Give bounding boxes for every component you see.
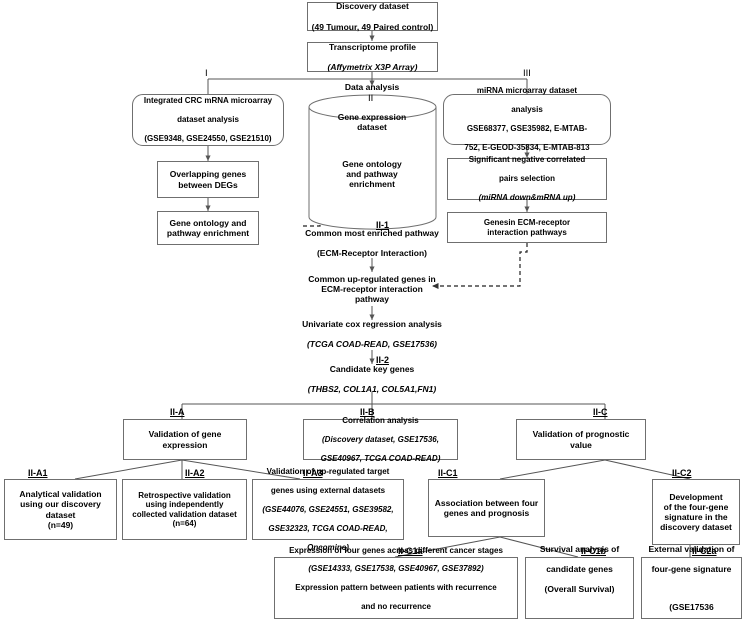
extval-line3: (GSE17536 — [669, 602, 714, 613]
node-validation-prognostic-value[interactable]: Validation of prognostic value — [516, 419, 646, 460]
node-external-validation-signature[interactable]: External validation of four-gene signatu… — [641, 544, 742, 619]
tag-roman-i: I — [205, 68, 208, 79]
node-gene-expression-dataset: Gene expression dataset — [337, 111, 407, 132]
common-pathway-line1: Common most enriched pathway — [305, 227, 439, 238]
branch-i-line2: dataset analysis — [177, 115, 239, 125]
node-common-enriched-pathway: Common most enriched pathway (ECM-Recept… — [272, 228, 472, 258]
discovery-dataset-line2: (49 Tumour, 49 Paired control) — [311, 21, 434, 32]
node-common-upregulated-genes: Common up-regulated genes in ECM-recepto… — [308, 273, 436, 304]
stages-line3: Expression pattern between patients with… — [295, 583, 497, 593]
valup-line1: Validation of up-regulated target — [266, 467, 390, 477]
valup-line5: Oncomine) — [307, 542, 349, 552]
tag-ii-b: II-B — [360, 407, 375, 417]
survival-line3: (Overall Survival) — [544, 584, 615, 594]
tag-ii-c2: II-C2 — [672, 468, 692, 478]
node-association-genes-prognosis[interactable]: Association between four genes and progn… — [428, 479, 545, 537]
node-validation-gene-expression[interactable]: Validation of gene expression — [123, 419, 247, 460]
node-negative-correlated-pairs[interactable]: Significant negative correlated pairs se… — [447, 155, 607, 203]
node-discovery-dataset[interactable]: Discovery dataset (49 Tumour, 49 Paired … — [307, 1, 438, 32]
transcriptome-line2: (Affymetrix X3P Array) — [327, 62, 418, 73]
cox-line2: (TCGA COAD-READ, GSE17536) — [306, 339, 438, 350]
correlation-line2: (Discovery dataset, GSE17536, — [322, 434, 439, 444]
tag-ii-c2a: II-C2a — [692, 546, 717, 556]
stages-line1: Expression of four genes across differen… — [289, 545, 503, 555]
valup-line3: (GSE44076, GSE24551, GSE39582, — [262, 504, 394, 514]
tag-ii-a2: II-A2 — [185, 468, 205, 478]
stages-line4: and no recurrence — [361, 602, 431, 612]
node-genes-ecm-receptor-pathways[interactable]: Genesin ECM-receptor interaction pathway… — [447, 212, 607, 243]
tag-ii-c1b: II-C1b — [581, 546, 607, 556]
branch-iii-line2: analysis — [511, 105, 543, 115]
negcorr-line3: (miRNA down&mRNA up) — [478, 193, 576, 203]
tag-ii-a: II-A — [170, 407, 185, 417]
wire-iia-to-iia1 — [74, 459, 183, 480]
node-correlation-analysis[interactable]: Correlation analysis (Discovery dataset,… — [303, 415, 458, 463]
tag-roman-ii: II — [368, 93, 374, 104]
tag-ii-c1: II-C1 — [438, 468, 458, 478]
stages-line2: (GSE14333, GSE17538, GSE40967, GSE37892) — [308, 564, 484, 574]
node-expression-cancer-stages[interactable]: Expression of four genes across differen… — [274, 546, 518, 622]
extval-spacer — [644, 584, 739, 592]
branch-i-line3: (GSE9348, GSE24550, GSE21510) — [144, 134, 272, 144]
tag-ii-c1a: II-C1a — [398, 546, 423, 556]
transcriptome-line1: Transcriptome profile — [329, 41, 416, 52]
cylinder-gene-expression-db — [308, 94, 437, 230]
branch-iii-line4: 752, E-GEOD-35834, E-MTAB-813 — [464, 143, 590, 153]
tag-ii-a1: II-A1 — [28, 468, 48, 478]
tag-ii-a3: II-A3 — [303, 468, 323, 478]
branch-iii-line1: miRNA microarray dataset — [476, 86, 578, 96]
node-transcriptome-profile[interactable]: Transcriptome profile (Affymetrix X3P Ar… — [307, 42, 438, 72]
label-data-analysis: Data analysis — [344, 81, 400, 92]
tag-roman-iii: III — [523, 68, 531, 79]
correlation-line3: GSE40967, TCGA COAD-READ) — [320, 453, 441, 463]
node-retrospective-validation[interactable]: Retrospective validation using independe… — [122, 479, 247, 540]
valup-line2: genes using external datasets — [270, 485, 386, 495]
valup-line4: GSE32323, TCGA COAD-READ, — [268, 523, 388, 533]
tag-ii-c: II-C — [593, 407, 608, 417]
node-survival-analysis[interactable]: Survival analysis of candidate genes (Ov… — [525, 544, 634, 619]
node-candidate-key-genes: Candidate key genes (THBS2, COL1A1, COL5… — [272, 363, 472, 395]
node-go-pathway-enrichment-mid: Gene ontology and pathway enrichment — [342, 158, 402, 189]
survival-line1: Survival analysis of — [539, 543, 620, 554]
node-development-four-gene-signature[interactable]: Development of the four-gene signature i… — [652, 479, 740, 545]
branch-i-line1: Integrated CRC mRNA microarray — [143, 96, 273, 106]
node-validation-upregulated-targets[interactable]: Validation of up-regulated target genes … — [252, 467, 404, 552]
survival-line2: candidate genes — [546, 563, 613, 574]
correlation-line1: Correlation analysis — [342, 415, 419, 425]
node-go-pathway-enrichment-left[interactable]: Gene ontology and pathway enrichment — [157, 211, 259, 245]
wire-iic-to-iic1 — [499, 459, 606, 480]
extval-line1: External validation of — [648, 543, 735, 554]
negcorr-line2: pairs selection — [498, 174, 556, 184]
discovery-dataset-line1: Discovery dataset — [336, 1, 409, 12]
candidate-line2: (THBS2, COL1A1, COL5A1,FN1) — [307, 384, 437, 395]
branch-iii-line3: GSE68377, GSE35982, E-MTAB- — [466, 124, 588, 134]
extval-line2: four-gene signature — [651, 563, 732, 574]
common-pathway-line2: (ECM-Receptor Interaction) — [316, 248, 428, 259]
tag-ii-1: II-1 — [376, 220, 390, 230]
node-analytical-validation[interactable]: Analytical validation using our discover… — [4, 479, 117, 540]
node-integrated-crc-analysis[interactable]: Integrated CRC mRNA microarray dataset a… — [132, 94, 284, 146]
node-mirna-microarray-analysis[interactable]: miRNA microarray dataset analysis GSE683… — [443, 86, 611, 152]
negcorr-line1: Significant negative correlated — [468, 155, 586, 165]
tag-ii-2: II-2 — [376, 355, 390, 365]
node-univariate-cox-regression: Univariate cox regression analysis (TCGA… — [272, 318, 472, 350]
cox-line1: Univariate cox regression analysis — [302, 318, 442, 329]
node-overlapping-genes[interactable]: Overlapping genes between DEGs — [157, 161, 259, 198]
survival-spacer — [528, 604, 631, 612]
candidate-line1: Candidate key genes — [329, 363, 415, 374]
